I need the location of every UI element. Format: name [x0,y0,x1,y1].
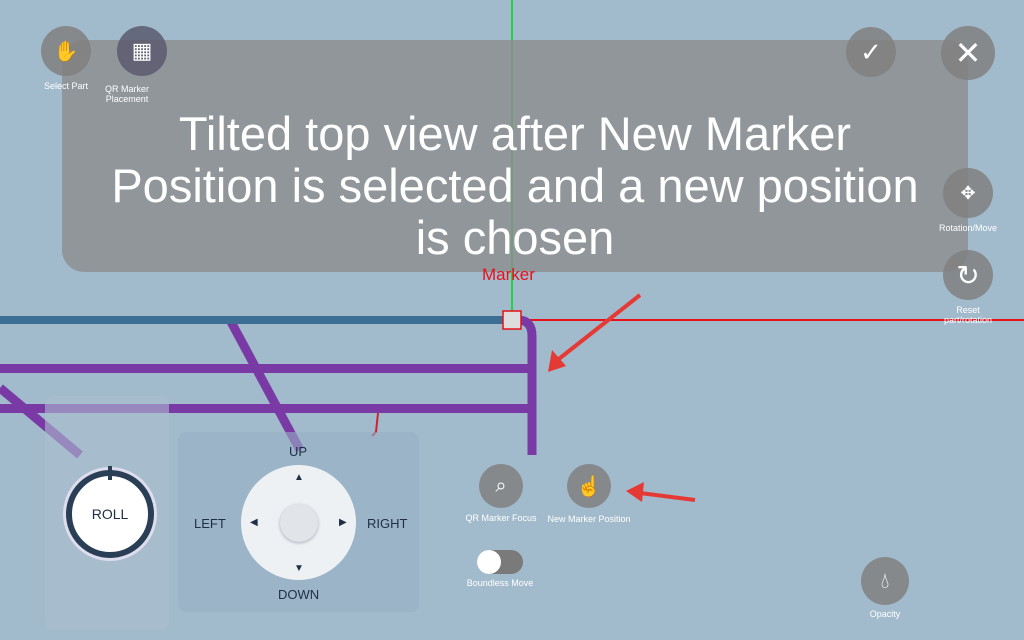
arrow-left-icon[interactable]: ◀ [250,517,258,528]
opacity-label: Opacity [869,609,901,619]
pipe-purple [0,404,530,413]
qr-code-icon: ▦ [131,38,153,63]
dpad-center[interactable] [280,504,318,542]
caption-text: Tilted top view after New Marker Positio… [111,107,919,264]
tap-finger-icon: ☝ [576,475,602,498]
select-part-button[interactable]: ✋ [41,26,91,76]
qr-marker-focus-label: QR Marker Focus [465,513,537,523]
hand-pointer-icon: ✋ [53,40,79,63]
dpad-up-label: UP [289,444,308,459]
opacity-button[interactable]: 💧︎ [861,557,909,605]
qr-marker[interactable] [502,310,522,330]
rotation-move-label: Rotation/Move [938,223,998,233]
boundless-move-toggle[interactable] [477,550,523,574]
pipe-purple [0,364,530,373]
pipe-diagonal [226,317,304,453]
annotation-arrowhead [626,482,644,502]
rotation-move-button[interactable]: ✥ [943,168,993,218]
dpad-left-label: LEFT [194,516,226,531]
search-icon: ⌕ [495,474,507,497]
roll-knob[interactable]: ROLL [66,470,154,558]
roll-indicator [108,466,112,480]
confirm-button[interactable]: ✓ [846,27,896,77]
new-marker-position-label: New Marker Position [547,514,631,524]
pipe-elbow [517,315,537,455]
reset-icon: ↻ [956,259,980,291]
move-arrows-icon: ✥ [960,182,976,203]
new-marker-position-button[interactable]: ☝ [567,464,611,508]
qr-marker-placement-button[interactable]: ▦ [117,26,167,76]
annotation-arrow [553,293,642,364]
close-button[interactable]: ✕ [941,26,995,80]
toggle-knob [477,550,501,574]
qr-marker-focus-button[interactable]: ⌕ [479,464,523,508]
dpad-right-label: RIGHT [367,516,408,531]
reset-label: Reset part/rotation [943,305,993,325]
arrow-right-icon[interactable]: ▶ [339,517,347,528]
annotation-arrow [639,491,696,502]
select-part-label: Select Part [43,81,89,91]
close-icon: ✕ [954,35,982,71]
roll-label: ROLL [91,506,129,522]
boundless-move-label: Boundless Move [466,578,534,588]
annotation-arrowhead [548,350,566,372]
caption-overlay [62,40,968,272]
arrow-up-icon[interactable]: ▲ [294,472,304,483]
droplet-icon: 💧︎ [880,568,890,593]
dpad-down-label: DOWN [278,587,320,602]
marker-label: Marker [482,265,535,284]
pipe-blue [0,316,515,324]
reset-button[interactable]: ↻ [943,250,993,300]
check-icon: ✓ [860,36,882,67]
qr-marker-placement-label: QR Marker Placement [104,84,149,104]
arrow-down-icon[interactable]: ▼ [294,563,304,574]
